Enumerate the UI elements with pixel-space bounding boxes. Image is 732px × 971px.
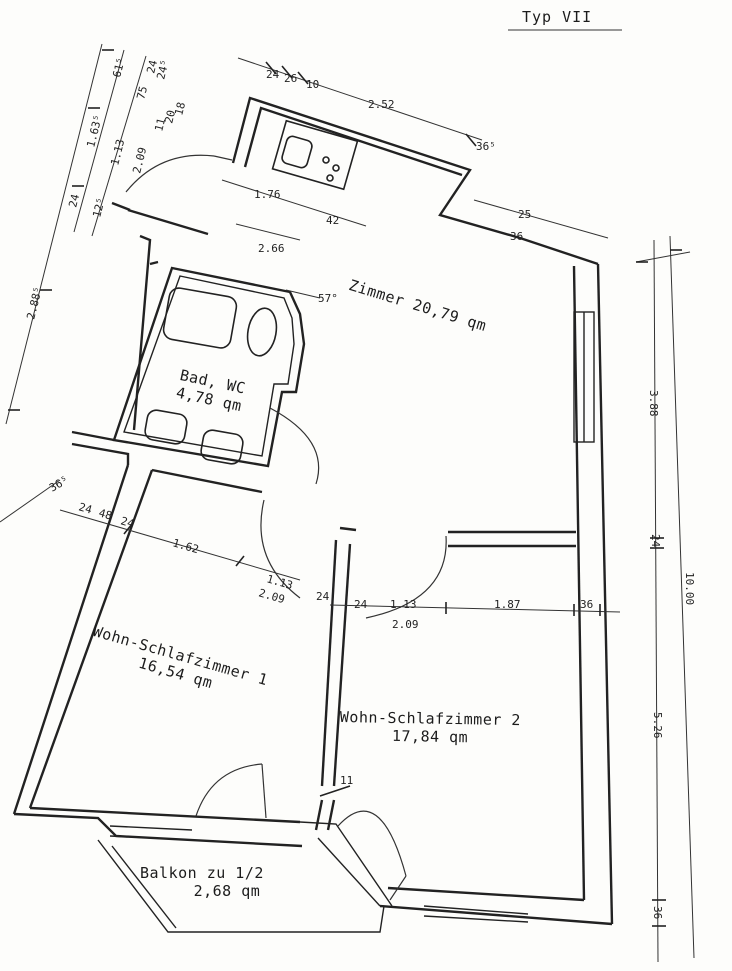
dim-top-252: 2.52 <box>368 98 395 111</box>
dim-left-209: 2.09 <box>130 146 149 175</box>
dim-mid-24c: 24 <box>316 590 330 603</box>
dim-mid-24b: 24 <box>119 514 136 530</box>
dim-top-42: 42 <box>326 214 339 227</box>
room-name-balkon: Balkon zu 1/2 <box>140 864 264 882</box>
dim-top-24: 24 <box>266 68 280 81</box>
stove-icon <box>271 119 359 191</box>
dim-right-24: 24 <box>649 534 662 548</box>
dim-top-266: 2.66 <box>258 242 285 255</box>
dim-left-245: 24⁵ <box>154 58 171 80</box>
interior-walls <box>71 234 576 831</box>
dim-right-1000: 10.00 <box>683 572 696 605</box>
dim-top-10: 10 <box>306 78 319 91</box>
washbasin-icon <box>200 429 244 465</box>
dim-mid-113b: 1.13 <box>390 598 417 611</box>
dim-left-24a: 24 <box>144 58 160 74</box>
dimension-lines <box>0 43 695 963</box>
dim-left-18: 18 <box>172 101 188 117</box>
dim-mid-48: 48 <box>97 506 113 522</box>
sink-icon <box>281 135 313 169</box>
dim-mid-162: 1.62 <box>171 536 200 556</box>
dim-mid-24a: 24 <box>77 500 94 516</box>
windows <box>109 311 595 923</box>
dim-left-11: 11 <box>152 117 168 133</box>
dim-right-526: 5.26 <box>651 712 664 739</box>
dim-left-2885: 2.88⁵ <box>24 285 45 320</box>
dim-top-36r: 36 <box>510 230 523 243</box>
dim-top-365: 36⁵ <box>476 140 496 153</box>
dim-mid-24d: 24 <box>354 598 368 611</box>
dim-left-125: 12⁵ <box>90 196 107 218</box>
fixtures <box>144 119 359 465</box>
room-label-balkon: Balkon zu 1/2 2,68 qm <box>140 864 264 900</box>
dim-left-113: 1.13 <box>108 138 127 167</box>
dim-mid-36: 36 <box>580 598 593 611</box>
dim-right-388: 3.88 <box>647 390 660 417</box>
dim-left-24b: 24 <box>66 192 82 208</box>
room-name-wohn2: Wohn-Schlafzimmer 2 <box>339 708 522 730</box>
dim-right-36: 36 <box>651 906 664 919</box>
room-area-balkon: 2,68 qm <box>193 882 261 900</box>
dim-mid-365: 36⁵ <box>47 473 71 494</box>
shower-tray-icon <box>162 287 238 349</box>
washbasin-icon <box>144 409 188 445</box>
toilet-icon <box>246 307 278 357</box>
dim-angle-57: 57° <box>318 292 338 305</box>
room-label-wohn2: Wohn-Schlafzimmer 2 17,84 qm <box>339 708 521 747</box>
doors <box>125 154 447 901</box>
dim-left-75: 75 <box>134 85 150 101</box>
dimension-ticks <box>8 49 682 927</box>
dimension-labels: 24 26 10 2.52 36⁵ 1.76 42 2.66 25 36 57°… <box>24 56 696 919</box>
room-area-wohn2: 17,84 qm <box>391 726 469 747</box>
dim-top-25: 25 <box>518 208 531 221</box>
plan-title: Typ VII <box>522 8 593 26</box>
dim-left-20: 20 <box>162 109 178 125</box>
dim-top-176: 1.76 <box>254 188 281 201</box>
dim-mid-209b: 2.09 <box>392 618 419 631</box>
outer-walls <box>12 96 614 933</box>
dim-left-615: 61⁵ <box>110 56 127 78</box>
dim-mid-11: 11 <box>340 774 353 787</box>
dim-top-26: 26 <box>284 72 297 85</box>
dim-mid-187: 1.87 <box>494 598 521 611</box>
